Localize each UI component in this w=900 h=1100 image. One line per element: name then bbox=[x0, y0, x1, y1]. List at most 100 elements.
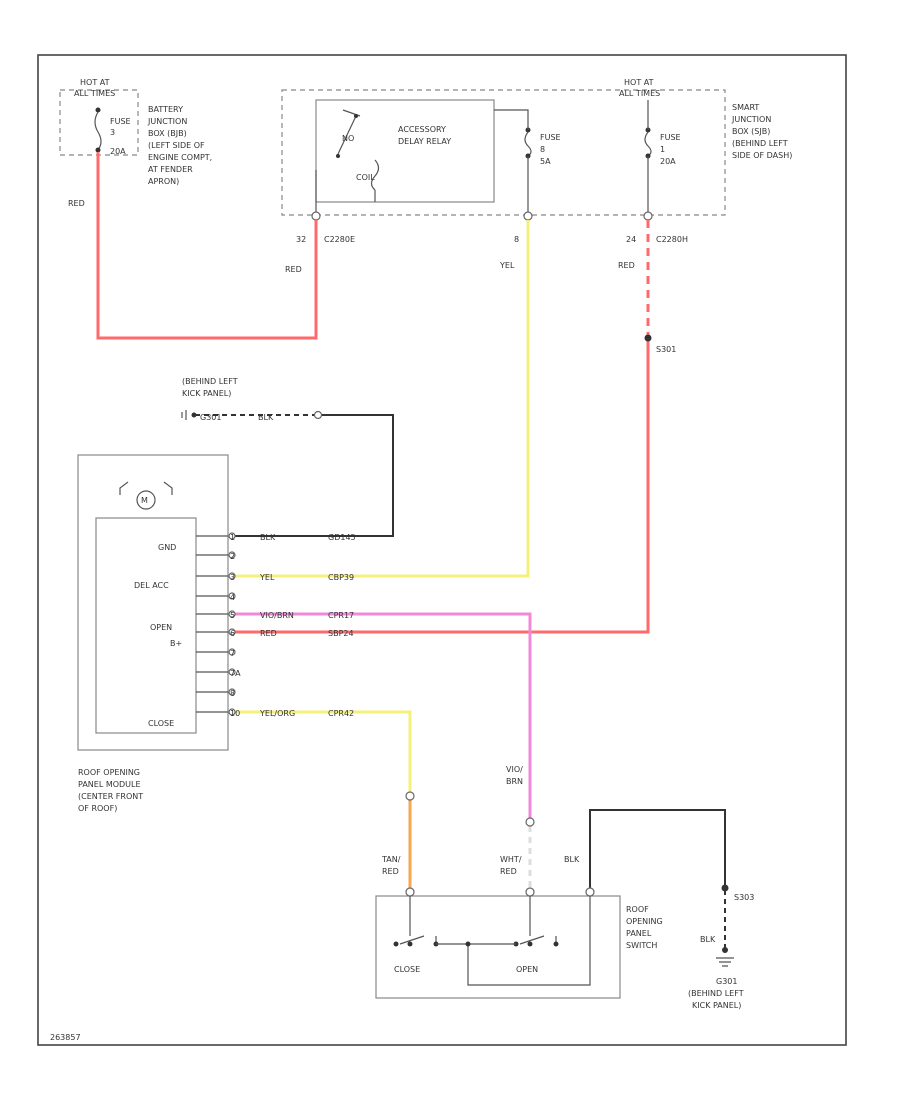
bjb-fuse-rating: 20A bbox=[110, 147, 126, 156]
wire-blk-switch-ground bbox=[589, 809, 726, 888]
svg-text:ENGINE COMPT,: ENGINE COMPT, bbox=[148, 153, 212, 162]
switch-terminal-open bbox=[525, 887, 535, 897]
sjb-hot-at-line2: ALL TIMES bbox=[619, 89, 660, 98]
module-label-close: CLOSE bbox=[148, 719, 174, 728]
svg-text:10: 10 bbox=[230, 709, 240, 718]
open-upper-wire-line1: VIO/ bbox=[506, 765, 523, 774]
close-wire-line1: TAN/ bbox=[381, 855, 401, 864]
svg-text:JUNCTION: JUNCTION bbox=[147, 117, 187, 126]
module-label-open: OPEN bbox=[150, 623, 172, 632]
relay-contact-label: NO bbox=[342, 134, 354, 143]
module-row-pin3: 3 YEL CBP39 bbox=[196, 572, 354, 582]
module-row-pin6: 6 RED SBP24 bbox=[196, 628, 354, 638]
switch-terminal-close bbox=[405, 887, 415, 897]
pin-24-label: 24 bbox=[626, 235, 636, 244]
roof-opening-panel-module bbox=[77, 454, 229, 751]
sjb-fuse-1-symbol bbox=[644, 131, 652, 157]
relay-contact-terminal-bottom bbox=[336, 154, 340, 158]
module-label-b-plus: B+ bbox=[170, 639, 182, 648]
svg-text:(LEFT SIDE OF: (LEFT SIDE OF bbox=[148, 141, 205, 150]
svg-text:CPR17: CPR17 bbox=[328, 611, 354, 620]
splice-s303-label: S303 bbox=[734, 893, 754, 902]
ground-top-connector bbox=[313, 410, 323, 420]
svg-text:JUNCTION: JUNCTION bbox=[731, 115, 771, 124]
wire-yel-org-close bbox=[235, 710, 412, 792]
sjb-fuse-8-number: 8 bbox=[540, 145, 545, 154]
svg-text:CPR42: CPR42 bbox=[328, 709, 354, 718]
sjb-wire-right-color: RED bbox=[618, 261, 635, 270]
svg-text:CBP39: CBP39 bbox=[328, 573, 354, 582]
module-label-del-acc: DEL ACC bbox=[134, 581, 169, 590]
sjb-fuse-1-number: 1 bbox=[660, 145, 665, 154]
module-row-pin8: 8 bbox=[196, 688, 236, 698]
module-name-label: ROOF OPENING PANEL MODULE (CENTER FRONT … bbox=[78, 768, 143, 813]
connector-pin8 bbox=[523, 211, 533, 221]
switch-close-contact bbox=[393, 896, 439, 947]
close-wire-line2: RED bbox=[382, 867, 399, 876]
sjb-fuse-8-symbol bbox=[524, 131, 532, 157]
svg-text:6: 6 bbox=[230, 629, 235, 638]
switch-terminal-ground bbox=[585, 887, 595, 897]
switch-ground-wire: BLK bbox=[564, 855, 580, 864]
module-row-pin7: 7 bbox=[196, 648, 236, 658]
svg-text:(CENTER FRONT: (CENTER FRONT bbox=[78, 792, 143, 801]
module-motor-symbol: M bbox=[119, 481, 173, 510]
svg-text:7A: 7A bbox=[230, 669, 241, 678]
svg-text:PANEL: PANEL bbox=[626, 929, 652, 938]
roof-opening-panel-switch bbox=[375, 895, 621, 999]
svg-text:ROOF OPENING: ROOF OPENING bbox=[78, 768, 140, 777]
svg-text:SWITCH: SWITCH bbox=[626, 941, 657, 950]
svg-text:YEL/ORG: YEL/ORG bbox=[259, 709, 295, 718]
svg-text:SMART: SMART bbox=[732, 103, 759, 112]
bjb-fuse-symbol bbox=[94, 111, 102, 151]
wire-yel-delayed-accessory bbox=[235, 220, 530, 578]
bjb-fuse-number: 3 bbox=[110, 128, 115, 137]
accessory-delay-relay bbox=[315, 99, 495, 203]
module-inner-box bbox=[95, 517, 197, 734]
diagram-id: 263857 bbox=[50, 1033, 81, 1042]
sjb-fuse-8-rating: 5A bbox=[540, 157, 551, 166]
svg-text:5: 5 bbox=[230, 611, 235, 620]
connector-c2280h-label: C2280H bbox=[656, 235, 688, 244]
sjb-fuse-8-label: FUSE bbox=[540, 133, 561, 142]
bjb-fuse-label: FUSE bbox=[110, 117, 131, 126]
relay-contact-terminal-top bbox=[354, 114, 358, 118]
module-row-pin5: 5 VIO/BRN CPR17 bbox=[196, 610, 354, 620]
svg-text:YEL: YEL bbox=[259, 573, 275, 582]
bjb-hot-at-line1: HOT AT bbox=[80, 78, 110, 87]
ground-top-symbol bbox=[181, 410, 197, 420]
svg-text:APRON): APRON) bbox=[148, 177, 179, 186]
splice-s301-label: S301 bbox=[656, 345, 676, 354]
bjb-wire-color: RED bbox=[68, 199, 85, 208]
module-label-gnd: GND bbox=[158, 543, 176, 552]
sjb-fuse-1-label: FUSE bbox=[660, 133, 681, 142]
smart-junction-box bbox=[281, 89, 726, 216]
svg-text:1: 1 bbox=[230, 533, 235, 542]
module-row-pin7a: 7A bbox=[196, 668, 241, 678]
svg-text:8: 8 bbox=[230, 689, 235, 698]
ground-top-wire: BLK bbox=[258, 413, 274, 422]
pin-32-label: 32 bbox=[296, 235, 306, 244]
connector-c2280e-label: C2280E bbox=[324, 235, 355, 244]
svg-text:AT FENDER: AT FENDER bbox=[148, 165, 193, 174]
module-row-pin4: 4 bbox=[196, 592, 236, 602]
wire-red-battery-plus bbox=[235, 338, 650, 634]
bjb-hot-at-line2: ALL TIMES bbox=[74, 89, 115, 98]
svg-text:(BEHIND LEFT: (BEHIND LEFT bbox=[732, 139, 788, 148]
switch-link-node bbox=[465, 941, 471, 947]
svg-text:BLK: BLK bbox=[260, 533, 276, 542]
svg-text:ROOF: ROOF bbox=[626, 905, 649, 914]
sjb-wire-left-color: RED bbox=[285, 265, 302, 274]
switch-open-contact bbox=[513, 896, 559, 947]
splice-s303 bbox=[721, 884, 729, 892]
ground-top-location-line2: KICK PANEL) bbox=[182, 389, 231, 398]
module-row-pin2: 2 bbox=[196, 551, 236, 561]
bjb-location-label: BATTERY JUNCTION BOX (BJB) (LEFT SIDE OF… bbox=[147, 105, 212, 186]
svg-text:2: 2 bbox=[230, 552, 235, 561]
svg-text:BOX (SJB): BOX (SJB) bbox=[732, 127, 770, 136]
bjb-fuse-bottom-terminal bbox=[95, 147, 101, 153]
switch-name-label: ROOF OPENING PANEL SWITCH bbox=[626, 905, 663, 950]
sjb-hot-at-line1: HOT AT bbox=[624, 78, 654, 87]
svg-text:BOX (BJB): BOX (BJB) bbox=[148, 129, 187, 138]
